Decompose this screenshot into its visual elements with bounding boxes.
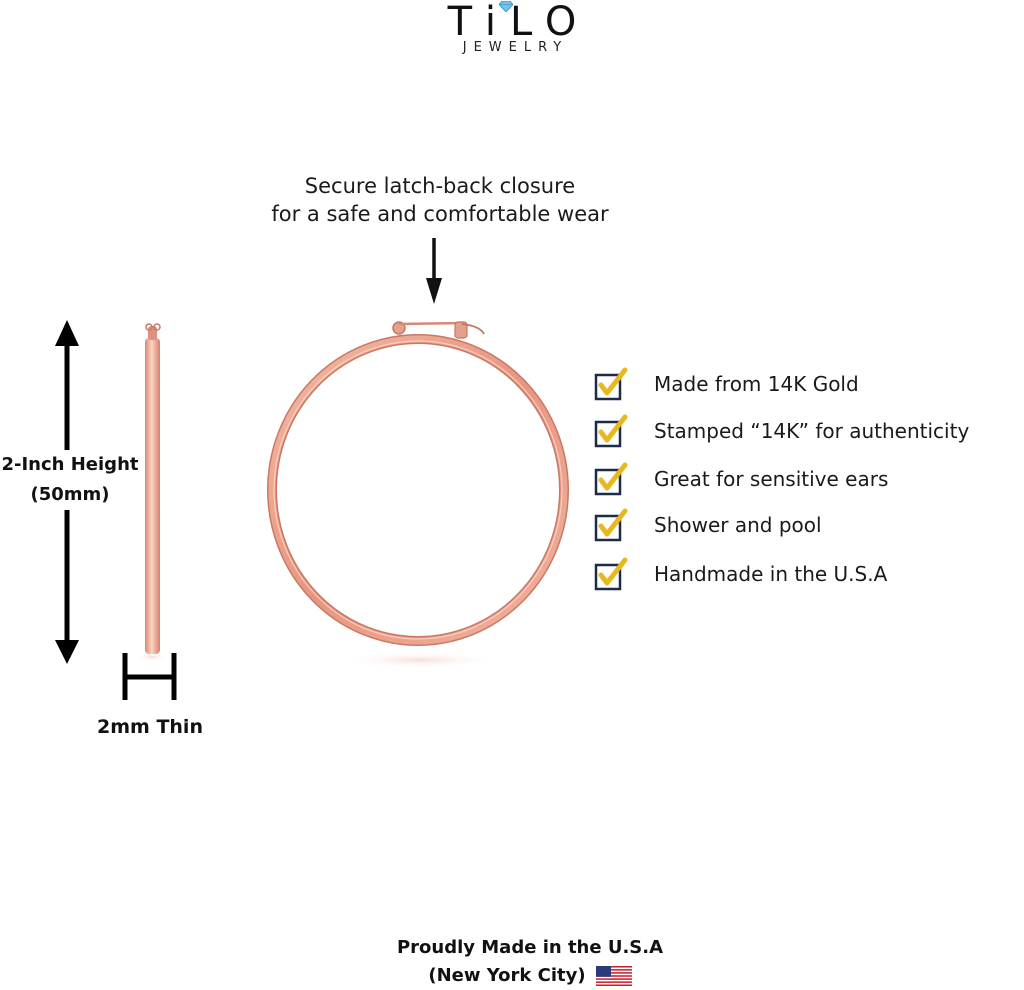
callout-line-1: Secure latch-back closure <box>304 174 576 198</box>
feature-item: Great for sensitive ears <box>594 461 1024 497</box>
checkbox-checked-icon <box>594 367 628 401</box>
feature-item: Made from 14K Gold <box>594 366 1024 402</box>
height-label: 2-Inch Height (50mm) <box>0 450 140 510</box>
brand-tagline: JEWELRY <box>462 40 569 55</box>
earring-front-view <box>267 321 569 668</box>
feature-text: Stamped “14K” for authenticity <box>654 419 970 443</box>
brand-logo: TiLO JEWELRY <box>0 0 1024 60</box>
thickness-bracket-icon <box>122 653 177 700</box>
diamond-icon <box>499 1 513 12</box>
down-arrow-icon <box>426 238 442 304</box>
height-label-line-1: 2-Inch Height <box>1 454 139 475</box>
feature-text: Handmade in the U.S.A <box>654 562 888 586</box>
checkbox-checked-icon <box>594 462 628 496</box>
feature-item: Handmade in the U.S.A <box>594 556 1024 592</box>
feature-item: Shower and pool <box>594 507 1024 543</box>
earring-side-view <box>136 323 168 661</box>
footer-line-2-wrap: (New York City) <box>428 962 632 990</box>
thickness-label: 2mm Thin <box>97 716 203 738</box>
callout-line-2: for a safe and comfortable wear <box>271 202 609 226</box>
us-flag-icon <box>595 966 632 986</box>
feature-text: Shower and pool <box>654 513 822 537</box>
feature-text: Great for sensitive ears <box>654 467 889 491</box>
closure-callout: Secure latch-back closure for a safe and… <box>200 172 680 228</box>
origin-footer: Proudly Made in the U.S.A (New York City… <box>300 934 760 990</box>
checkbox-checked-icon <box>594 557 628 591</box>
checkbox-checked-icon <box>594 508 628 542</box>
height-label-line-2: (50mm) <box>30 484 110 505</box>
feature-text: Made from 14K Gold <box>654 372 859 396</box>
footer-line-2: (New York City) <box>428 965 586 986</box>
footer-line-1: Proudly Made in the U.S.A <box>396 937 664 958</box>
brand-name: TiLO <box>447 0 591 45</box>
checkbox-checked-icon <box>594 414 628 448</box>
feature-item: Stamped “14K” for authenticity <box>594 413 1024 449</box>
